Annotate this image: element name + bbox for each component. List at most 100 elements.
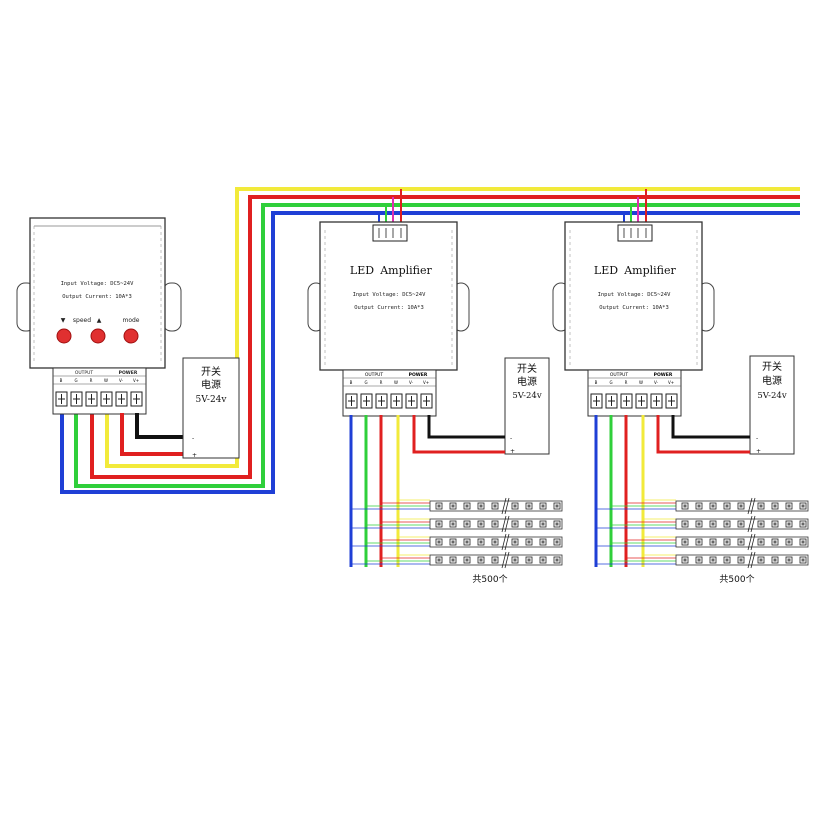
power-supply-2-minus: - <box>510 435 512 442</box>
wire-yellow-trunk <box>105 187 800 468</box>
power-supply-3-label-2: 电源 <box>762 374 782 387</box>
group-2-strip-2 <box>675 515 809 533</box>
mode-button[interactable] <box>123 328 139 344</box>
strip-break-mark <box>501 497 507 515</box>
wire-blue-trunk <box>60 211 800 494</box>
wire-green-trunk <box>74 203 800 488</box>
controller-output-current: Output Current: 10A*3 <box>62 294 132 300</box>
controller-screw-terminals <box>55 391 143 407</box>
amplifier-1-title-led: LED <box>350 264 374 277</box>
strip-break-mark <box>747 515 753 533</box>
controller-output-label: OUTPUT <box>75 370 94 376</box>
controller-terminal-label-vplus: V+ <box>133 378 139 383</box>
controller-power-wires <box>120 413 183 456</box>
down-button[interactable] <box>56 328 72 344</box>
amplifier-2-output-current: Output Current: 10A*3 <box>599 305 669 311</box>
wire-black-power-2 <box>427 415 505 439</box>
power-supply-3-label-1: 开关 <box>762 360 782 373</box>
wire-black-power-1 <box>135 413 183 439</box>
amplifier-1-terminal-label-r: R <box>380 380 383 385</box>
controller-body <box>29 217 166 369</box>
power-supply-1-label-2: 电源 <box>201 378 221 391</box>
group-1-strip-2 <box>429 515 563 533</box>
wire-red-power-3 <box>656 415 750 454</box>
power-supply-3-plus: + <box>756 448 761 455</box>
amplifier-2-title-amplifier: Amplifier <box>623 264 676 277</box>
power-supply-3-body <box>749 355 795 455</box>
amplifier-2-power-label: POWER <box>654 372 673 378</box>
amplifier-2-title-led: LED <box>594 264 618 277</box>
controller-ear-right <box>162 282 182 332</box>
strip-break-mark <box>747 533 753 551</box>
strip-break-mark <box>747 551 753 569</box>
strip-break-mark <box>501 533 507 551</box>
power-supply-1: 开关 电源 5V-24v - + <box>182 357 240 459</box>
amplifier-1: LED Amplifier Input Voltage: DC5~24V Out… <box>307 221 470 417</box>
strip-break-mark <box>501 515 507 533</box>
group-2-strip-3 <box>675 533 809 551</box>
amplifier-1-title-amplifier: Amplifier <box>379 264 432 277</box>
amplifier-2-terminal-label-vminus: V- <box>654 380 659 385</box>
wire-black-power-3 <box>671 415 750 439</box>
led-strips-group-2 <box>675 497 809 569</box>
amplifier-1-power-label: POWER <box>409 372 428 378</box>
amplifier-1-input-terminal <box>372 224 408 242</box>
group-1-strip-1 <box>429 497 563 515</box>
button-label-mode: mode <box>122 317 139 324</box>
power-supply-1-minus: - <box>192 435 194 442</box>
controller-terminal-label-vminus: V- <box>119 378 124 383</box>
strip-caption-2: 共500个 <box>719 574 754 585</box>
power-supply-2-label-1: 开关 <box>517 362 537 375</box>
power-supply-2-label-2: 电源 <box>517 375 537 388</box>
amplifier-2-terminal-label-g: G <box>609 380 612 385</box>
amplifier-1-output-label: OUTPUT <box>365 372 384 378</box>
amplifier-1-screw-terminals <box>345 393 433 409</box>
amplifier-1-terminal-label-w: W <box>394 380 398 385</box>
amplifier-1-terminal-label-vminus: V- <box>409 380 414 385</box>
power-supply-1-body <box>182 357 240 459</box>
power-supply-1-label-1: 开关 <box>201 365 221 378</box>
amplifier-2-body <box>564 221 703 371</box>
amplifier-1-input-voltage: Input Voltage: DC5~24V <box>353 292 427 298</box>
power-supply-2-body <box>504 357 550 455</box>
amplifier-2-terminal-label-w: W <box>639 380 643 385</box>
amp-output-wires <box>349 415 645 567</box>
amp-power-wires <box>412 415 750 454</box>
power-supply-1-label-3: 5V-24v <box>196 395 228 405</box>
amplifier-1-terminal-label-vplus: V+ <box>423 380 429 385</box>
amplifier-2-terminal-block <box>587 369 682 417</box>
group-1-strip-3 <box>429 533 563 551</box>
trunk-wires <box>60 187 800 494</box>
amplifier-2: LED Amplifier Input Voltage: DC5~24V Out… <box>552 221 715 417</box>
controller-terminal-label-b: B <box>60 378 63 383</box>
power-supply-2-label-3: 5V-24v <box>512 391 541 401</box>
speed-up-button[interactable] <box>90 328 106 344</box>
amplifier-1-output-current: Output Current: 10A*3 <box>354 305 424 311</box>
controller: Input Voltage: DC5~24V Output Current: 1… <box>16 217 182 415</box>
controller-terminal-label-w: W <box>104 378 108 383</box>
strip-break-mark <box>747 497 753 515</box>
power-supply-1-plus: + <box>192 452 197 459</box>
button-label-down: ▼ <box>61 317 66 324</box>
strip-branch-lines <box>351 499 676 565</box>
amplifier-2-terminal-label-b: B <box>595 380 598 385</box>
controller-terminal-label-g: G <box>74 378 77 383</box>
strip-break-mark <box>501 551 507 569</box>
controller-input-voltage: Input Voltage: DC5~24V <box>61 281 135 287</box>
power-supply-3: 开关 电源 5V-24v - + <box>749 355 795 455</box>
group-2-strip-4 <box>675 551 809 569</box>
wire-red-power-2 <box>412 415 505 454</box>
controller-power-label: POWER <box>119 370 138 376</box>
amplifier-2-input-voltage: Input Voltage: DC5~24V <box>598 292 672 298</box>
amplifier-2-screw-terminals <box>590 393 678 409</box>
button-label-up: ▲ <box>97 317 102 324</box>
power-supply-3-minus: - <box>756 435 758 442</box>
button-label-speed: speed <box>73 317 91 324</box>
amplifier-2-output-label: OUTPUT <box>610 372 629 378</box>
amplifier-2-terminal-label-r: R <box>625 380 628 385</box>
power-supply-2: 开关 电源 5V-24v - + <box>504 357 550 455</box>
wire-red-power-1 <box>120 413 183 456</box>
amplifier-2-input-terminal <box>617 224 653 242</box>
amplifier-2-terminal-label-vplus: V+ <box>668 380 674 385</box>
